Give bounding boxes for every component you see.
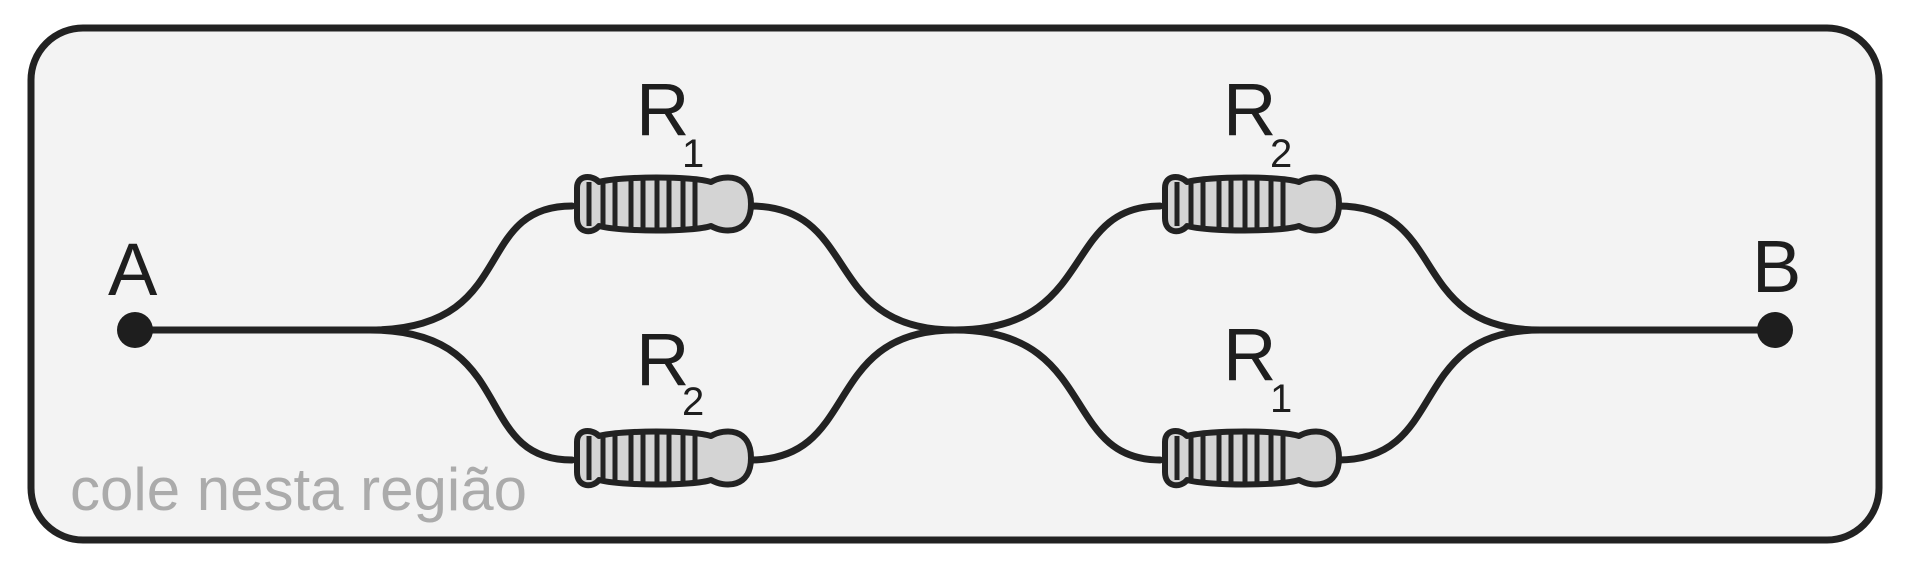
- label-top-left: R 1: [636, 68, 704, 176]
- wire-right-bottom-out: [1334, 326, 1544, 464]
- resistor-bottom-left: [577, 431, 751, 485]
- wire-right-top-in: [951, 202, 1164, 334]
- resistor-top-right: [1165, 177, 1339, 231]
- wire-left-top-in: [366, 202, 576, 334]
- wire-left-bottom-out: [746, 326, 959, 464]
- svg-text:1: 1: [1270, 377, 1292, 421]
- svg-text:R: R: [636, 318, 689, 401]
- wire-right-top-out: [1334, 202, 1544, 334]
- wire-left-top-out: [746, 202, 959, 334]
- label-top-right: R 2: [1223, 68, 1292, 176]
- terminal-a-dot: [117, 312, 153, 348]
- wires: [131, 202, 1779, 464]
- terminal-a-label: A: [108, 228, 158, 311]
- terminal-b-label: B: [1752, 225, 1801, 308]
- svg-text:R: R: [1223, 313, 1276, 396]
- resistor-bottom-right: [1165, 431, 1339, 485]
- paste-hint-text: cole nesta região: [70, 456, 527, 523]
- wire-left-bottom-in: [366, 326, 576, 464]
- label-bottom-right: R 1: [1223, 313, 1292, 421]
- svg-text:1: 1: [682, 132, 704, 176]
- svg-text:R: R: [1223, 68, 1276, 151]
- resistor-top-left: [577, 177, 751, 231]
- svg-text:R: R: [636, 68, 689, 151]
- terminal-b-dot: [1757, 312, 1793, 348]
- wire-right-bottom-in: [951, 326, 1164, 464]
- svg-text:2: 2: [682, 380, 704, 424]
- label-bottom-left: R 2: [636, 318, 704, 424]
- svg-text:2: 2: [1270, 132, 1292, 176]
